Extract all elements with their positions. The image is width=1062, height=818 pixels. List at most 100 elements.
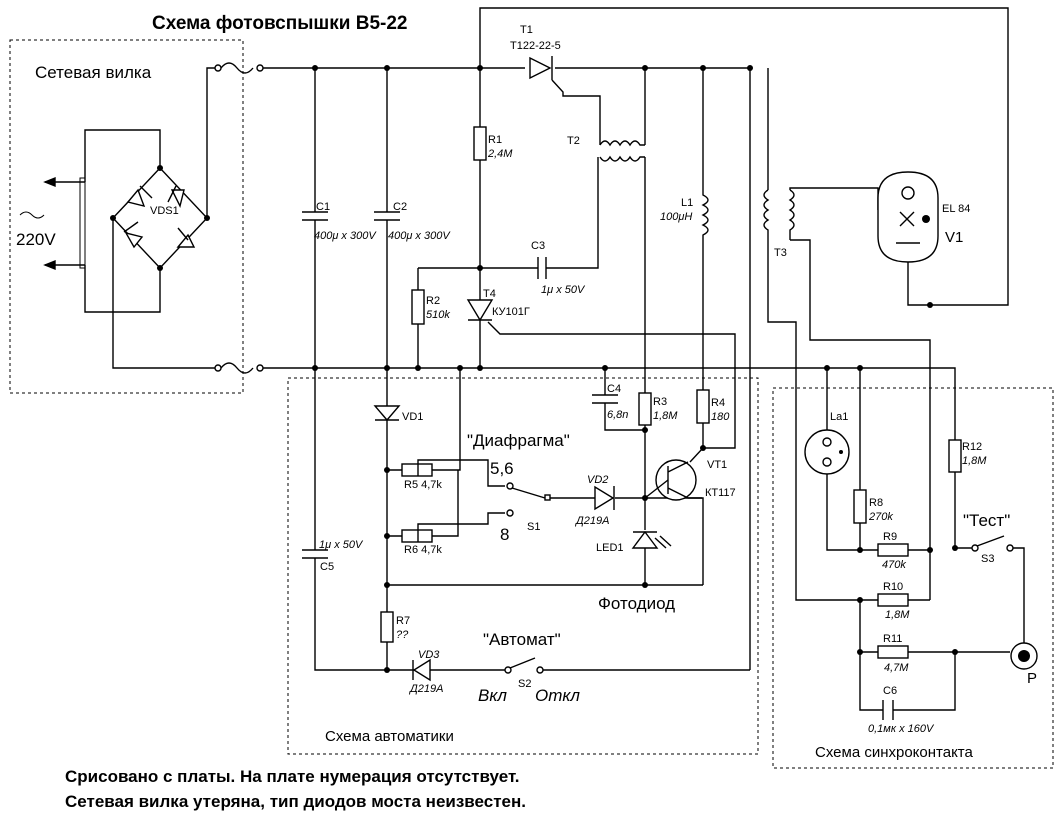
t1-type-label: Т122-22-5 (510, 40, 561, 52)
test-label: "Тест" (963, 511, 1010, 530)
potentiometer-r5 (401, 463, 433, 477)
switch-s2[interactable] (504, 657, 544, 674)
photodiode-led1 (631, 530, 659, 549)
r12-ref-label: R12 (962, 441, 982, 453)
c6-value-label: 0,1мк x 160V (868, 723, 935, 735)
capacitor-c6 (882, 700, 894, 720)
resistor-r1 (473, 126, 487, 161)
resistor-r12 (948, 439, 962, 473)
vt1-type-label: КТ117 (705, 487, 736, 499)
resistor-r4 (696, 389, 710, 424)
t3-label: T3 (774, 247, 787, 259)
resistor-r3 (638, 392, 652, 426)
wire-lamp-loop (479, 7, 1009, 306)
resistor-r8 (853, 489, 867, 524)
sync-connector-p (1010, 642, 1038, 670)
plug-body (79, 177, 86, 269)
switch-s1[interactable] (506, 482, 551, 517)
c3-value-label: 1μ x 50V (541, 284, 586, 296)
r11-ref-label: R11 (883, 633, 902, 645)
r9-ref-label: R9 (883, 531, 897, 543)
photodiode-led1-leads (633, 531, 672, 585)
capacitor-c4 (592, 368, 645, 431)
note-line-2: Сетевая вилка утеряна, тип диодов моста … (65, 792, 526, 811)
vd3-type-label: Д219А (408, 683, 443, 695)
transformer-t2 (597, 140, 645, 165)
diaphragm-label: "Диафрагма" (467, 431, 570, 450)
capacitor-c5 (302, 368, 418, 671)
r8-ref-label: R8 (869, 497, 883, 509)
resistor-r7 (380, 611, 394, 643)
terminal-bottom-left (214, 364, 222, 372)
plug-wire-bottom (45, 264, 161, 313)
flash-lamp-v1 (877, 171, 939, 263)
terminal-top-left (214, 64, 222, 72)
stop-56-label: 5,6 (490, 459, 514, 478)
diode-vd2 (594, 485, 615, 511)
r9-value-label: 470k (882, 559, 906, 571)
resistor-r9 (877, 543, 909, 557)
wire-r11-c6 (859, 600, 1010, 711)
thyristor-t4 (466, 299, 494, 322)
fuse-bottom-icon (220, 362, 254, 374)
on-label: Вкл (478, 686, 507, 705)
wire-t4 (468, 268, 736, 449)
resistor-r11 (877, 645, 909, 659)
transistor-vt1 (644, 459, 704, 585)
r10-ref-label: R10 (883, 581, 903, 593)
lamp-type-label: EL 84 (942, 203, 970, 215)
wire-bridge-minus (112, 218, 218, 369)
resistor-r10 (877, 593, 909, 607)
note-line-1: Срисовано с платы. На плате нумерация от… (65, 767, 520, 786)
lamp-ref-label: V1 (945, 229, 963, 246)
wire-t3-primary (767, 68, 860, 601)
led1-label: LED1 (596, 542, 624, 554)
diode-vd3-leads (412, 660, 505, 680)
c4-ref-label: C4 (607, 383, 621, 395)
auto-label: "Автомат" (483, 630, 561, 649)
plug-wire-top (45, 129, 161, 183)
r7-value-label: ?? (396, 629, 409, 641)
mains-voltage-label: 220V (16, 230, 56, 249)
stop-8-label: 8 (500, 525, 509, 544)
capacitor-c2 (374, 68, 400, 400)
wire-r6-wiper (417, 512, 505, 542)
c5-ref-label: C5 (320, 561, 334, 573)
r3-ref-label: R3 (653, 396, 667, 408)
c4-value-label: 6,8n (607, 409, 628, 421)
r6-label: R6 4,7k (404, 544, 442, 556)
t4-ref-label: T4 (483, 288, 496, 300)
terminal-top-right (256, 64, 264, 72)
fuse-top-icon (220, 62, 254, 74)
junction-dots (312, 65, 958, 673)
wire-r1-r2 (417, 68, 530, 368)
terminal-bottom-right (256, 364, 264, 372)
diode-vd3 (412, 658, 431, 682)
diode-bridge-vds1 (110, 165, 210, 271)
vd3-ref-label: VD3 (418, 649, 440, 661)
switch-s3[interactable] (971, 535, 1014, 552)
la1-label: La1 (830, 411, 848, 423)
vd2-ref-label: VD2 (587, 474, 608, 486)
vt1-ref-label: VT1 (707, 459, 727, 471)
c1-ref-label: C1 (316, 201, 330, 213)
sync-block-outline (772, 387, 1054, 769)
r2-value-label: 510k (426, 309, 450, 321)
plug-arrows-icon (43, 176, 56, 271)
r10-value-label: 1,8M (885, 609, 910, 621)
thyristor-t1 (529, 56, 601, 145)
plug-block-outline (9, 39, 244, 394)
r3-value-label: 1,8M (653, 410, 678, 422)
resistor-r2 (411, 289, 425, 325)
automation-block-outline (287, 377, 759, 755)
potentiometer-r6 (401, 529, 433, 543)
sync-block-label: Схема синхроконтакта (815, 744, 974, 761)
t4-type-label: КУ101Г (492, 306, 530, 318)
rail-plus-right (555, 67, 751, 670)
wire-r5 (387, 368, 461, 471)
rail-minus (263, 367, 956, 440)
r11-value-label: 4,7M (884, 662, 909, 674)
p-label: P (1027, 670, 1037, 687)
off-label: Откл (535, 686, 580, 705)
neon-lamp-la1 (804, 368, 930, 551)
